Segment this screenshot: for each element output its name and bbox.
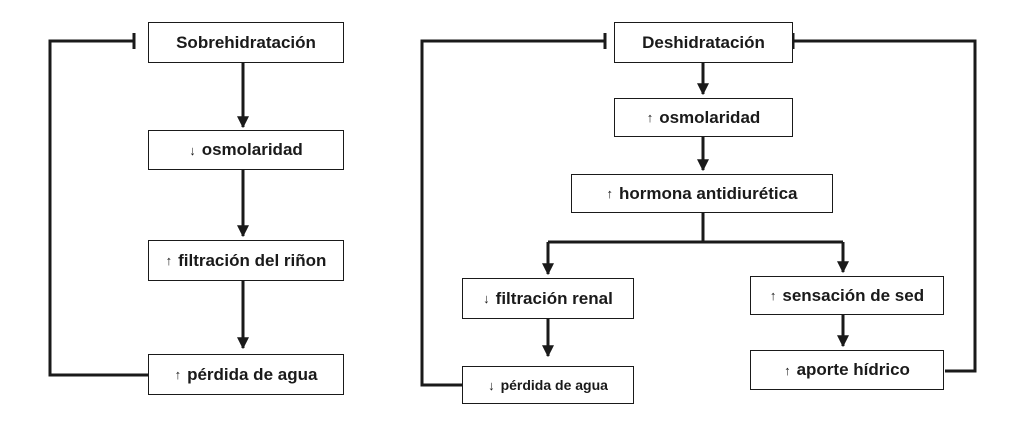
up-arrow-icon: ↑ [606,186,613,201]
up-arrow-icon: ↑ [784,362,791,378]
down-arrow-icon: ↓ [189,142,196,158]
box-filtracion-renal: ↓ filtración renal [462,278,634,319]
down-arrow-icon: ↓ [483,291,490,306]
box-osmolaridad-right: ↑ osmolaridad [614,98,793,137]
up-arrow-icon: ↑ [769,288,777,303]
label-perdida-agua-left: pérdida de agua [187,364,318,384]
box-deshidratacion: Deshidratación [614,22,793,63]
box-hormona-antidiuretica: ↑ hormona antidiurética [571,174,833,213]
box-filtracion-rinon: ↑ filtración del riñon [148,240,344,281]
down-arrow-icon: ↓ [488,377,495,393]
inhibition-loop-right-left [420,39,605,387]
label-deshidratacion: Deshidratación [642,32,765,52]
box-aporte-hidrico: ↑ aporte hídrico [750,350,944,390]
label-osmolaridad-left: osmolaridad [201,140,303,159]
label-perdida-agua-right: pérdida de agua [500,377,608,393]
label-sensacion-sed: sensación de sed [782,285,925,305]
label-filtracion-rinon: filtración del riñon [178,250,327,270]
label-hormona-antidiuretica: hormona antidiurética [618,183,798,203]
up-arrow-icon: ↑ [174,367,182,382]
box-sensacion-sed: ↑ sensación de sed [750,276,944,315]
up-arrow-icon: ↑ [646,110,654,125]
inhibition-loop-left [48,39,148,377]
label-osmolaridad-right: osmolaridad [659,107,761,127]
box-osmolaridad-left: ↓ osmolaridad [148,130,344,170]
box-sobrehidratacion: Sobrehidratación [148,22,344,63]
label-filtracion-renal: filtración renal [495,288,613,308]
box-perdida-agua-left: ↑ pérdida de agua [148,354,344,395]
label-aporte-hidrico: aporte hídrico [796,360,910,379]
up-arrow-icon: ↑ [165,253,173,268]
inhibition-loop-right-right [793,39,977,373]
label-sobrehidratacion: Sobrehidratación [176,32,316,52]
box-perdida-agua-right: ↓ pérdida de agua [462,366,634,404]
